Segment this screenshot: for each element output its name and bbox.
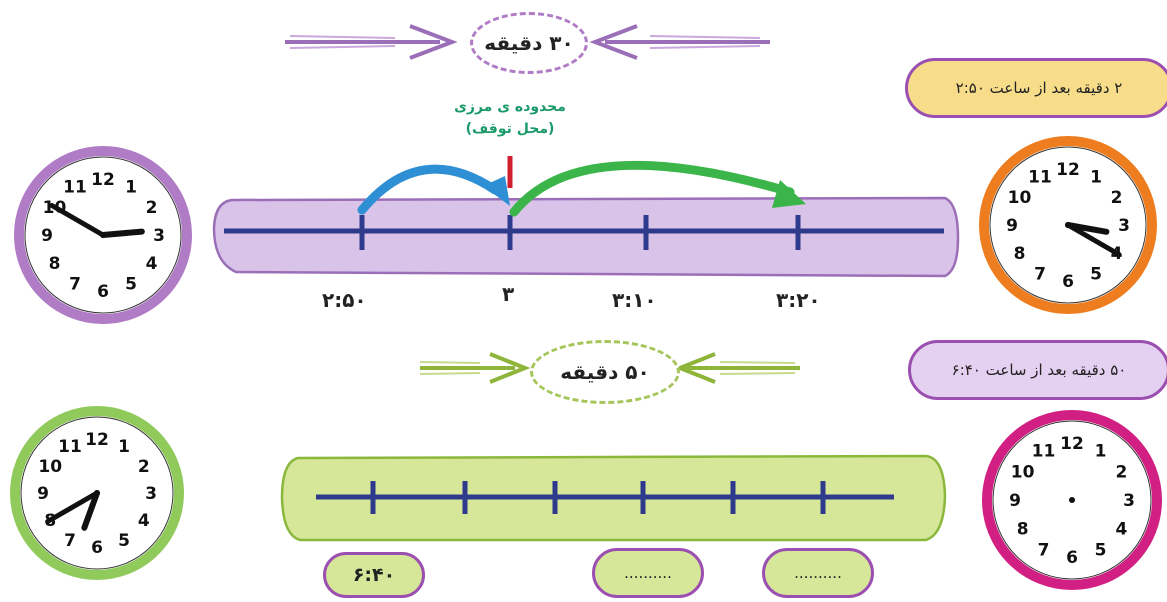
clock-number: 4	[138, 511, 150, 531]
clock-number: 6	[97, 282, 109, 302]
clock-number: 8	[1014, 244, 1026, 264]
clock-number: 7	[1034, 264, 1046, 284]
duration-bubble-30: ۳۰ دقیقه	[470, 12, 588, 74]
clock-number: 7	[69, 274, 81, 294]
jump-arrow-green	[509, 160, 795, 217]
clock-hour-hand	[1065, 222, 1110, 235]
clock-number: 2	[1115, 463, 1127, 483]
clock-number: 5	[125, 274, 137, 294]
stop-label-line1: محدوده ی مرزی	[454, 99, 566, 115]
clock-number: 9	[1006, 216, 1018, 236]
clock-number: 3	[153, 226, 165, 246]
result-pill-2: ۵۰ دقیقه بعد از ساعت ۶:۴۰	[908, 340, 1167, 400]
clock-number: 7	[64, 531, 76, 551]
clock-number: 2	[138, 457, 150, 477]
answer-pill-blank[interactable]: ..........	[762, 548, 874, 598]
clock-number: 11	[1028, 168, 1052, 188]
clock-number: 12	[1056, 160, 1080, 180]
clock-number: 10	[38, 457, 62, 477]
clock-center	[1069, 497, 1075, 503]
timeline-1-label: ۳	[502, 282, 515, 306]
clock-minute-hand	[45, 490, 100, 524]
clock-number: 1	[125, 178, 137, 198]
clock-number: 11	[1032, 442, 1056, 462]
answer-pill-blank[interactable]: ..........	[592, 548, 704, 598]
clock-minute-hand	[49, 203, 106, 238]
clock-center	[94, 490, 100, 496]
clock-number: 5	[118, 531, 130, 551]
clock-number: 7	[1038, 540, 1050, 560]
duration-bubble-50: ۵۰ دقیقه	[530, 340, 680, 404]
clock-number: 10	[1011, 463, 1035, 483]
clock-number: 3	[1118, 216, 1130, 236]
stop-label: محدوده ی مرزی (محل توقف)	[415, 96, 605, 140]
stop-label-line2: (محل توقف)	[465, 121, 555, 137]
timeline-1-label: ۳:۲۰	[776, 288, 821, 312]
clock-number: 8	[1017, 520, 1029, 540]
jump-arrow-blue	[357, 164, 500, 215]
clock-number: 1	[1095, 442, 1107, 462]
clock-number: 4	[146, 254, 158, 274]
clock-number: 6	[91, 538, 103, 558]
clock-number: 12	[1060, 434, 1084, 454]
clock-hour-hand	[100, 228, 145, 238]
clock-number: 4	[1115, 520, 1127, 540]
clock-number: 3	[1123, 491, 1135, 511]
clock-center	[100, 232, 106, 238]
clock-number: 12	[91, 170, 115, 190]
clock-number: 11	[63, 178, 87, 198]
clock-minute-hand	[1065, 222, 1122, 257]
clock-number: 12	[85, 430, 109, 450]
clock-number: 6	[1066, 548, 1078, 568]
clock-number: 9	[41, 226, 53, 246]
clock-number: 2	[1111, 188, 1123, 208]
timeline-1-label: ۲:۵۰	[322, 288, 367, 312]
timeline-1-label: ۳:۱۰	[612, 288, 657, 312]
clock-number: 9	[37, 484, 49, 504]
result-pill-1: ۲ دقیقه بعد از ساعت ۲:۵۰	[905, 58, 1167, 118]
clock-number: 5	[1090, 264, 1102, 284]
clock-number: 3	[145, 484, 157, 504]
clock-number: 11	[58, 437, 82, 457]
timeline-1-band	[212, 196, 960, 278]
clock-number: 1	[118, 437, 130, 457]
answer-pill-start: ۶:۴۰	[323, 552, 425, 598]
clock-hour-hand	[81, 490, 100, 531]
clock-center	[1065, 222, 1071, 228]
clock-number: 6	[1062, 272, 1074, 292]
clock-number: 1	[1090, 168, 1102, 188]
clock-number: 10	[1008, 188, 1032, 208]
clock-number: 9	[1009, 491, 1021, 511]
clock-number: 8	[49, 254, 61, 274]
clock-number: 2	[146, 198, 158, 218]
clock-number: 5	[1095, 540, 1107, 560]
